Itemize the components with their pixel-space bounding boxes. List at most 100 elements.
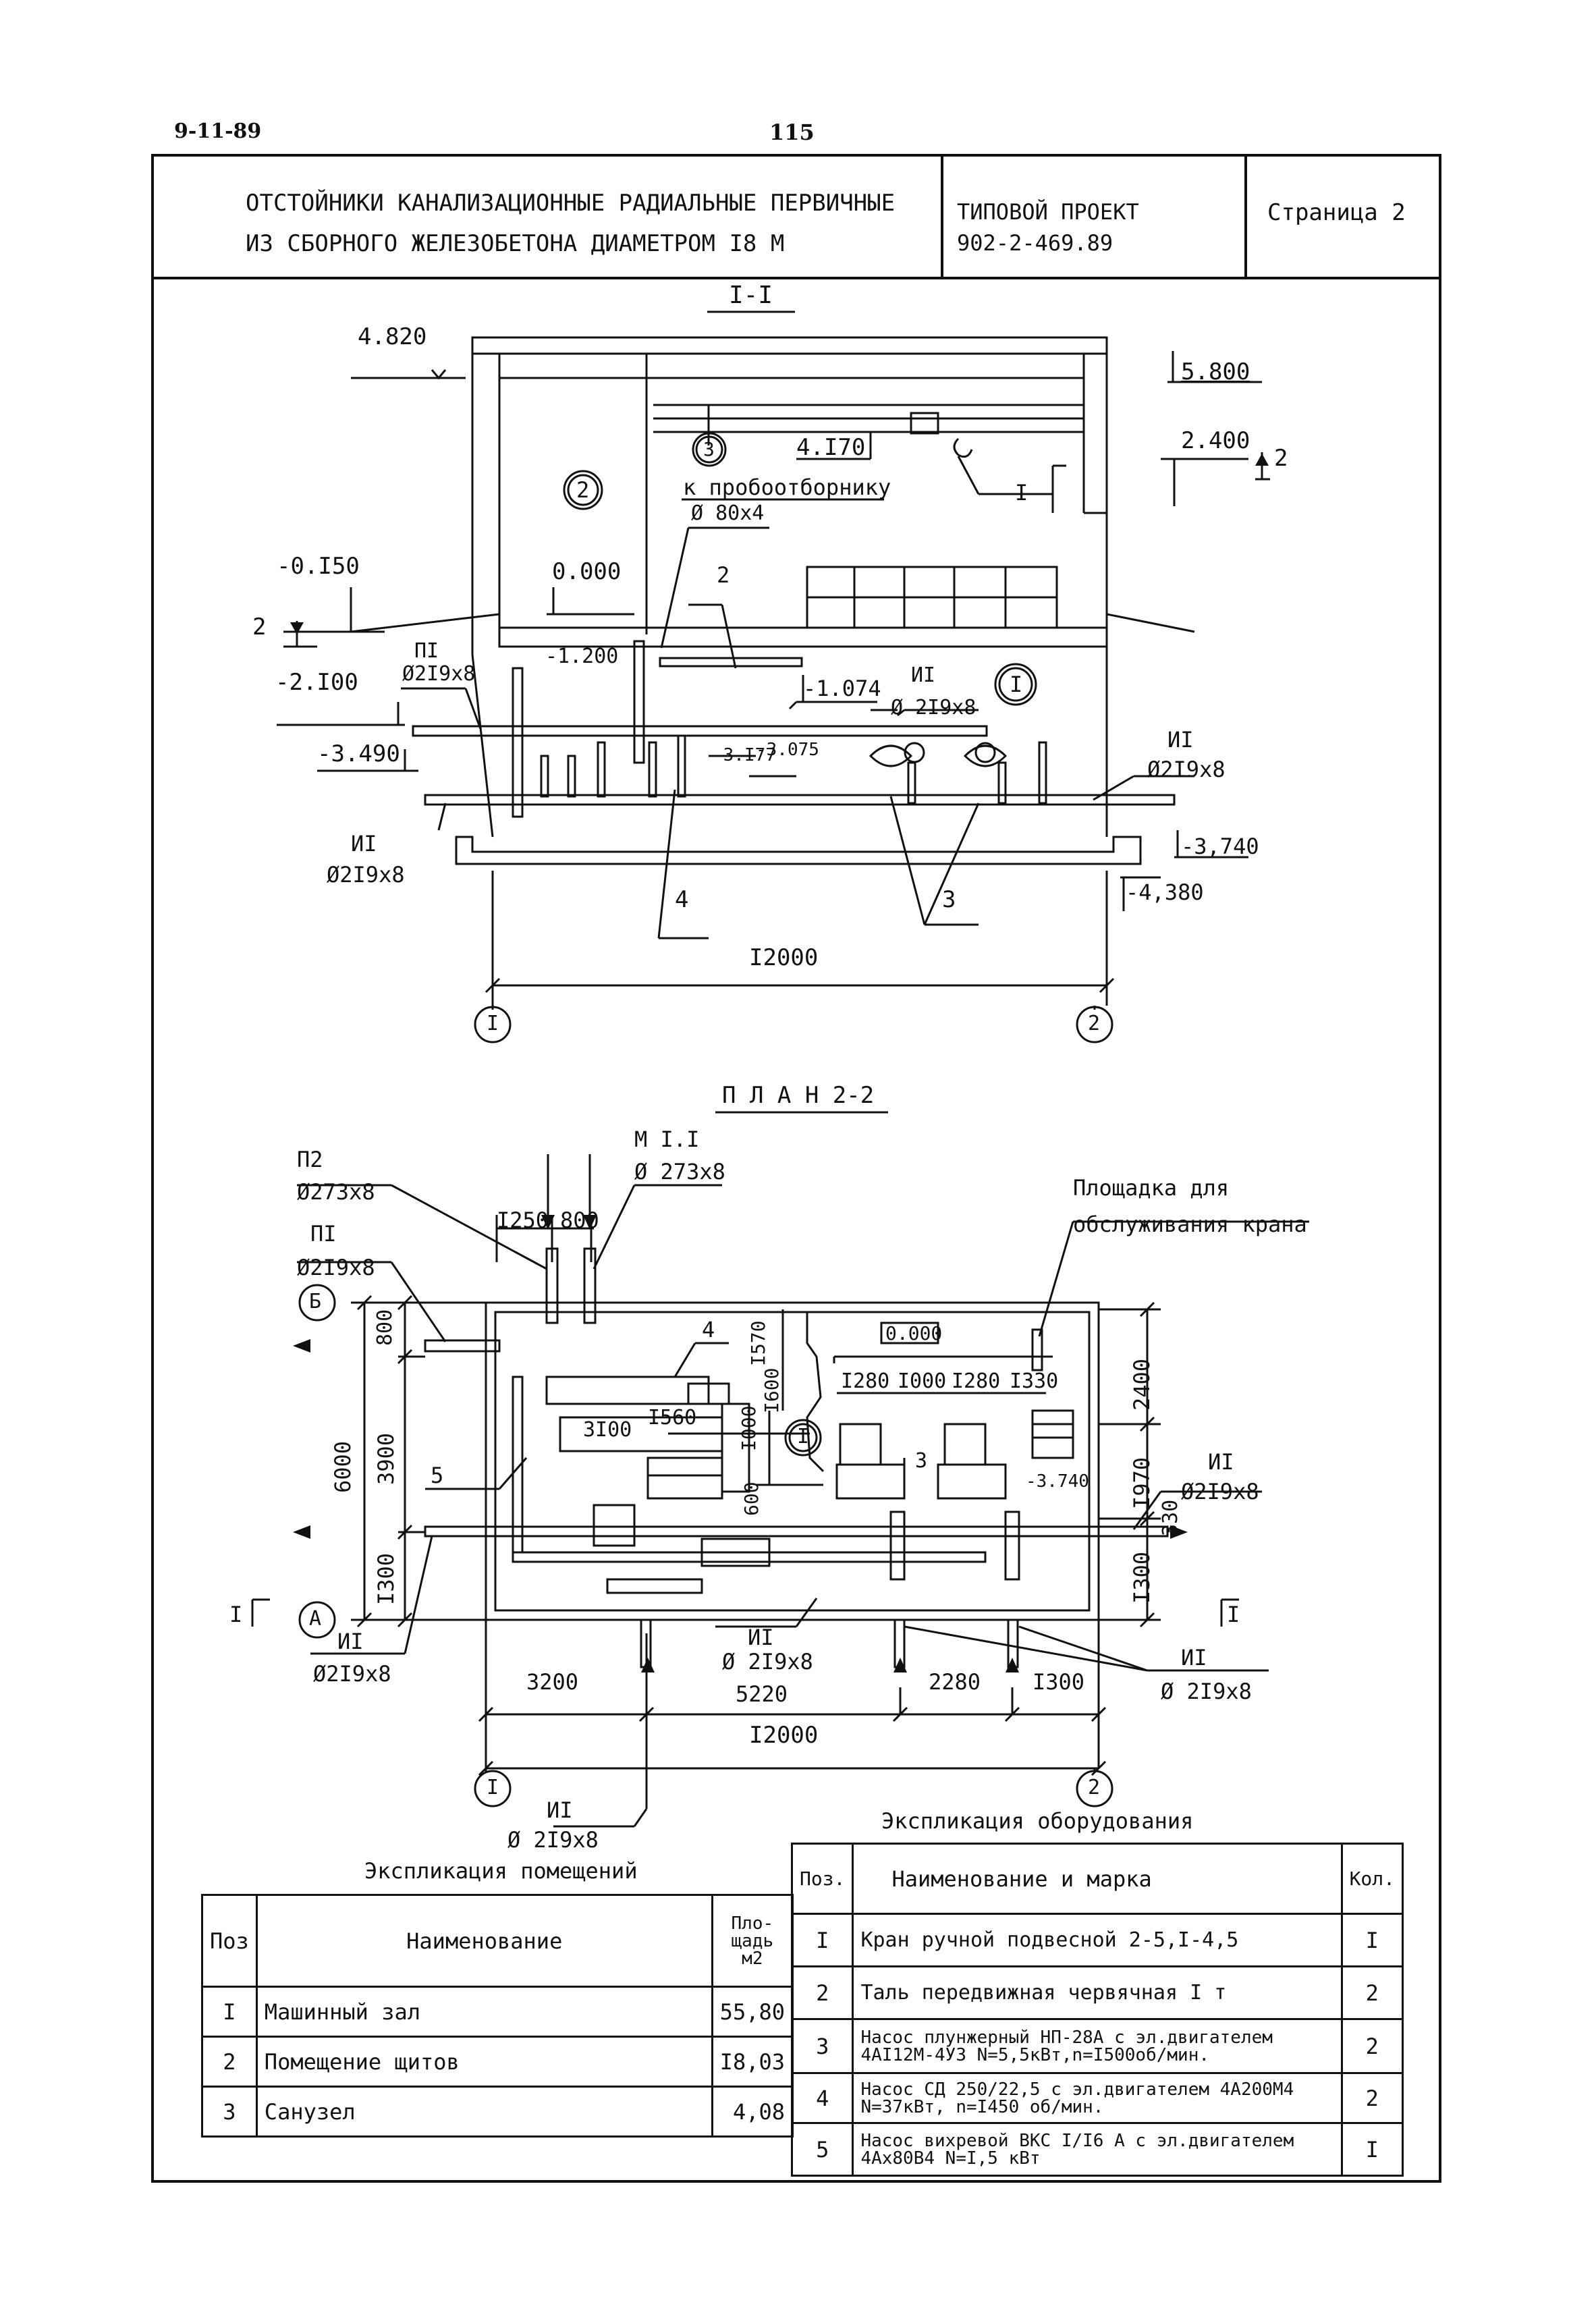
project-number: 902-2-469.89 xyxy=(957,230,1113,256)
dim-1280-a: I280 xyxy=(841,1369,890,1393)
project-label: ТИПОВОЙ ПРОЕКТ xyxy=(957,199,1139,225)
callout-4-plan: 4 xyxy=(702,1317,715,1342)
table-row: 2 Таль передвижная червячная I т 2 xyxy=(790,1965,1404,2020)
callout-3-plan: 3 xyxy=(915,1449,928,1473)
i1-plan-bottom-pipe: Ø 2I9x8 xyxy=(507,1827,599,1853)
p2-label: П2 xyxy=(297,1147,323,1172)
dim-12000-plan: I2000 xyxy=(749,1722,819,1749)
dim-6000: 6000 xyxy=(330,1440,356,1493)
level-4820: 4.820 xyxy=(358,323,427,350)
room-2-marker: 2 xyxy=(576,477,590,503)
dim-1250: I250 xyxy=(497,1207,549,1233)
table-row: 5 Насос вихревой ВКС I/I6 А с эл.двигате… xyxy=(790,2122,1404,2177)
equipment-pos: 3 xyxy=(790,2018,854,2074)
room-name: Санузел xyxy=(255,2086,713,2138)
page-label: Страница 2 xyxy=(1267,199,1406,226)
table-row: 4 Насос СД 250/22,5 с эл.двигателем 4А20… xyxy=(790,2072,1404,2124)
dim-3200: 3200 xyxy=(526,1669,579,1695)
equipment-qty: 2 xyxy=(1340,2018,1404,2074)
axis-2-section: 2 xyxy=(1088,1012,1101,1035)
equipment-name: Таль передвижная червячная I т xyxy=(852,1965,1343,2020)
sheet-date: 9-11-89 xyxy=(174,119,262,143)
level-4380: -4,380 xyxy=(1126,879,1204,905)
sampler-pipe: Ø 80x4 xyxy=(691,501,765,525)
dim-1300-bottom: I300 xyxy=(1033,1669,1085,1695)
cut-mark-top: 2 xyxy=(1274,445,1288,472)
table-row: I Машинный зал 55,80 xyxy=(201,1986,794,2038)
section-title: I-I xyxy=(729,281,773,309)
title-line-1: ОТСТОЙНИКИ КАНАЛИЗАЦИОННЫЕ РАДИАЛЬНЫЕ ПЕ… xyxy=(246,190,896,217)
axis-A: А xyxy=(309,1607,322,1631)
i1-label: ИI xyxy=(911,663,936,687)
i1-right-label: ИI xyxy=(1167,727,1194,753)
dim-1280-b: I280 xyxy=(952,1369,1001,1393)
dim-1600: I600 xyxy=(761,1367,783,1413)
level-1200: -1.200 xyxy=(545,645,619,668)
axis-B: Б xyxy=(309,1290,322,1313)
room-pos: 3 xyxy=(201,2086,258,2138)
dim-1300-left: I300 xyxy=(373,1552,399,1605)
i1-plan-right-pipe: Ø2I9x8 xyxy=(1181,1479,1259,1504)
dim-5220: 5220 xyxy=(736,1681,788,1707)
axis-1-section: I xyxy=(487,1012,499,1035)
table-row: 2 Помещение щитов I8,03 xyxy=(201,2036,794,2088)
level-3740: -3,740 xyxy=(1181,834,1259,859)
i1-plan-mid: ИI xyxy=(748,1625,774,1650)
dim-600-v: 600 xyxy=(740,1481,763,1516)
equipment-name: Насос плунжерный НП-28А с эл.двигателем … xyxy=(852,2018,1343,2074)
level-0000: 0.000 xyxy=(552,558,622,585)
room-3-marker: 3 xyxy=(703,438,715,460)
callout-4-section: 4 xyxy=(675,886,689,913)
equipment-table: Поз. Наименование и марка Кол. I Кран ру… xyxy=(790,1843,1404,2177)
equipment-header-name: Наименование и марка xyxy=(852,1843,1343,1915)
title-block: ОТСТОЙНИКИ КАНАЛИЗАЦИОННЫЕ РАДИАЛЬНЫЕ ПЕ… xyxy=(151,154,1441,279)
i1-right-pipe: Ø2I9x8 xyxy=(1147,757,1226,782)
room-area: 55,80 xyxy=(711,1986,794,2038)
dim-3900: 3900 xyxy=(373,1432,399,1485)
i1-plan-mid-pipe: Ø 2I9x8 xyxy=(722,1649,813,1675)
equipment-name: Кран ручной подвесной 2-5,I-4,5 xyxy=(852,1913,1343,1967)
dim-330: 330 xyxy=(1159,1499,1182,1536)
i1-plan-left: ИI xyxy=(337,1629,364,1654)
room-area: I8,03 xyxy=(711,2036,794,2088)
dim-1330: I330 xyxy=(1010,1369,1059,1393)
i1-plan-right2-pipe: Ø 2I9x8 xyxy=(1161,1679,1252,1704)
room-pos: 2 xyxy=(201,2036,258,2088)
page-number: 115 xyxy=(769,119,815,145)
equipment-header-pos: Поз. xyxy=(790,1843,854,1915)
plan-title: П Л А Н 2-2 xyxy=(722,1082,875,1109)
dim-800-top: 800 xyxy=(560,1207,599,1233)
level-2400: 2.400 xyxy=(1181,427,1250,454)
dim-1570: I570 xyxy=(747,1320,769,1366)
dim-2280: 2280 xyxy=(929,1669,981,1695)
level-0150: -0.I50 xyxy=(277,553,360,580)
i1-pipe: Ø 2I9x8 xyxy=(891,696,976,719)
p1-plan-pipe: Ø2I9x8 xyxy=(297,1255,375,1280)
dim-1000-b: I000 xyxy=(898,1369,947,1393)
level-3075: -3.075 xyxy=(756,740,819,760)
i1-plan-left-pipe: Ø2I9x8 xyxy=(313,1661,391,1687)
level-1074: -1.074 xyxy=(803,676,881,701)
title-line-2: ИЗ СБОРНОГО ЖЕЛЕЗОБЕТОНА ДИАМЕТРОМ I8 М xyxy=(246,230,785,257)
equipment-qty: 2 xyxy=(1340,2072,1404,2124)
equipment-qty: 2 xyxy=(1340,1965,1404,2020)
equipment-pos: I xyxy=(790,1913,854,1967)
table-row: 3 Санузел 4,08 xyxy=(201,2086,794,2138)
rooms-header-name: Наименование xyxy=(255,1894,713,1988)
i1-plan-bottom: ИI xyxy=(547,1797,573,1823)
callout-3-section: 3 xyxy=(942,886,956,913)
dim-1300-right: I300 xyxy=(1129,1551,1155,1604)
equipment-header-qty: Кол. xyxy=(1340,1843,1404,1915)
level-3177: -3.I77 xyxy=(713,745,776,765)
zero-level-plan: 0.000 xyxy=(885,1322,943,1344)
i1-plan-right: ИI xyxy=(1208,1449,1234,1475)
dim-800-v: 800 xyxy=(373,1309,397,1346)
m11-pipe: Ø 273x8 xyxy=(634,1159,725,1185)
equipment-pos: 5 xyxy=(790,2122,854,2177)
equipment-qty: I xyxy=(1340,2122,1404,2177)
callout-5-plan: 5 xyxy=(431,1463,444,1488)
platform-label-2: обслуживания крана xyxy=(1073,1212,1307,1237)
p1-pipe: Ø2I9x8 xyxy=(402,662,476,686)
equipment-qty: I xyxy=(1340,1913,1404,1967)
callout-2-section: 2 xyxy=(717,562,730,588)
